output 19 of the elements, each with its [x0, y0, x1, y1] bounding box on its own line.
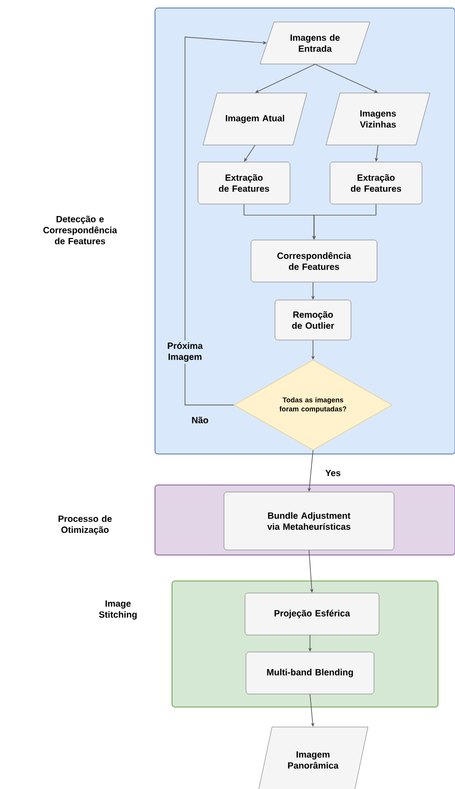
data-parallelogram: Imagem Panorâmica: [258, 726, 368, 789]
data-parallelogram: Imagem Atual: [202, 92, 308, 146]
process-box: Multi-band Blending: [246, 652, 374, 694]
process-box: Extração de Features: [330, 162, 422, 204]
arrow: [255, 64, 316, 93]
process-box: Remoção de Outlier: [274, 300, 352, 340]
edge-label: Yes: [325, 470, 340, 476]
process-box: Correspondência de Features: [250, 240, 378, 282]
node-label: Image Stitching: [99, 600, 137, 620]
process-box: Bundle Adjustment via Metaheurísticas: [224, 492, 394, 550]
process-box: Projeção Esférica: [244, 592, 380, 636]
node-label: Detecção e Correspondência de Features: [43, 216, 118, 244]
node-label: Processo de Otimização: [58, 515, 112, 535]
arrow: [314, 64, 378, 93]
edge-label: Não: [192, 416, 208, 424]
data-parallelogram: Imagens Vizinhas: [326, 92, 430, 146]
data-parallelogram: Imagens de Entrada: [260, 22, 370, 64]
loop-text: Próxima Imagem: [159, 340, 211, 364]
process-box: Extração de Features: [198, 162, 290, 204]
